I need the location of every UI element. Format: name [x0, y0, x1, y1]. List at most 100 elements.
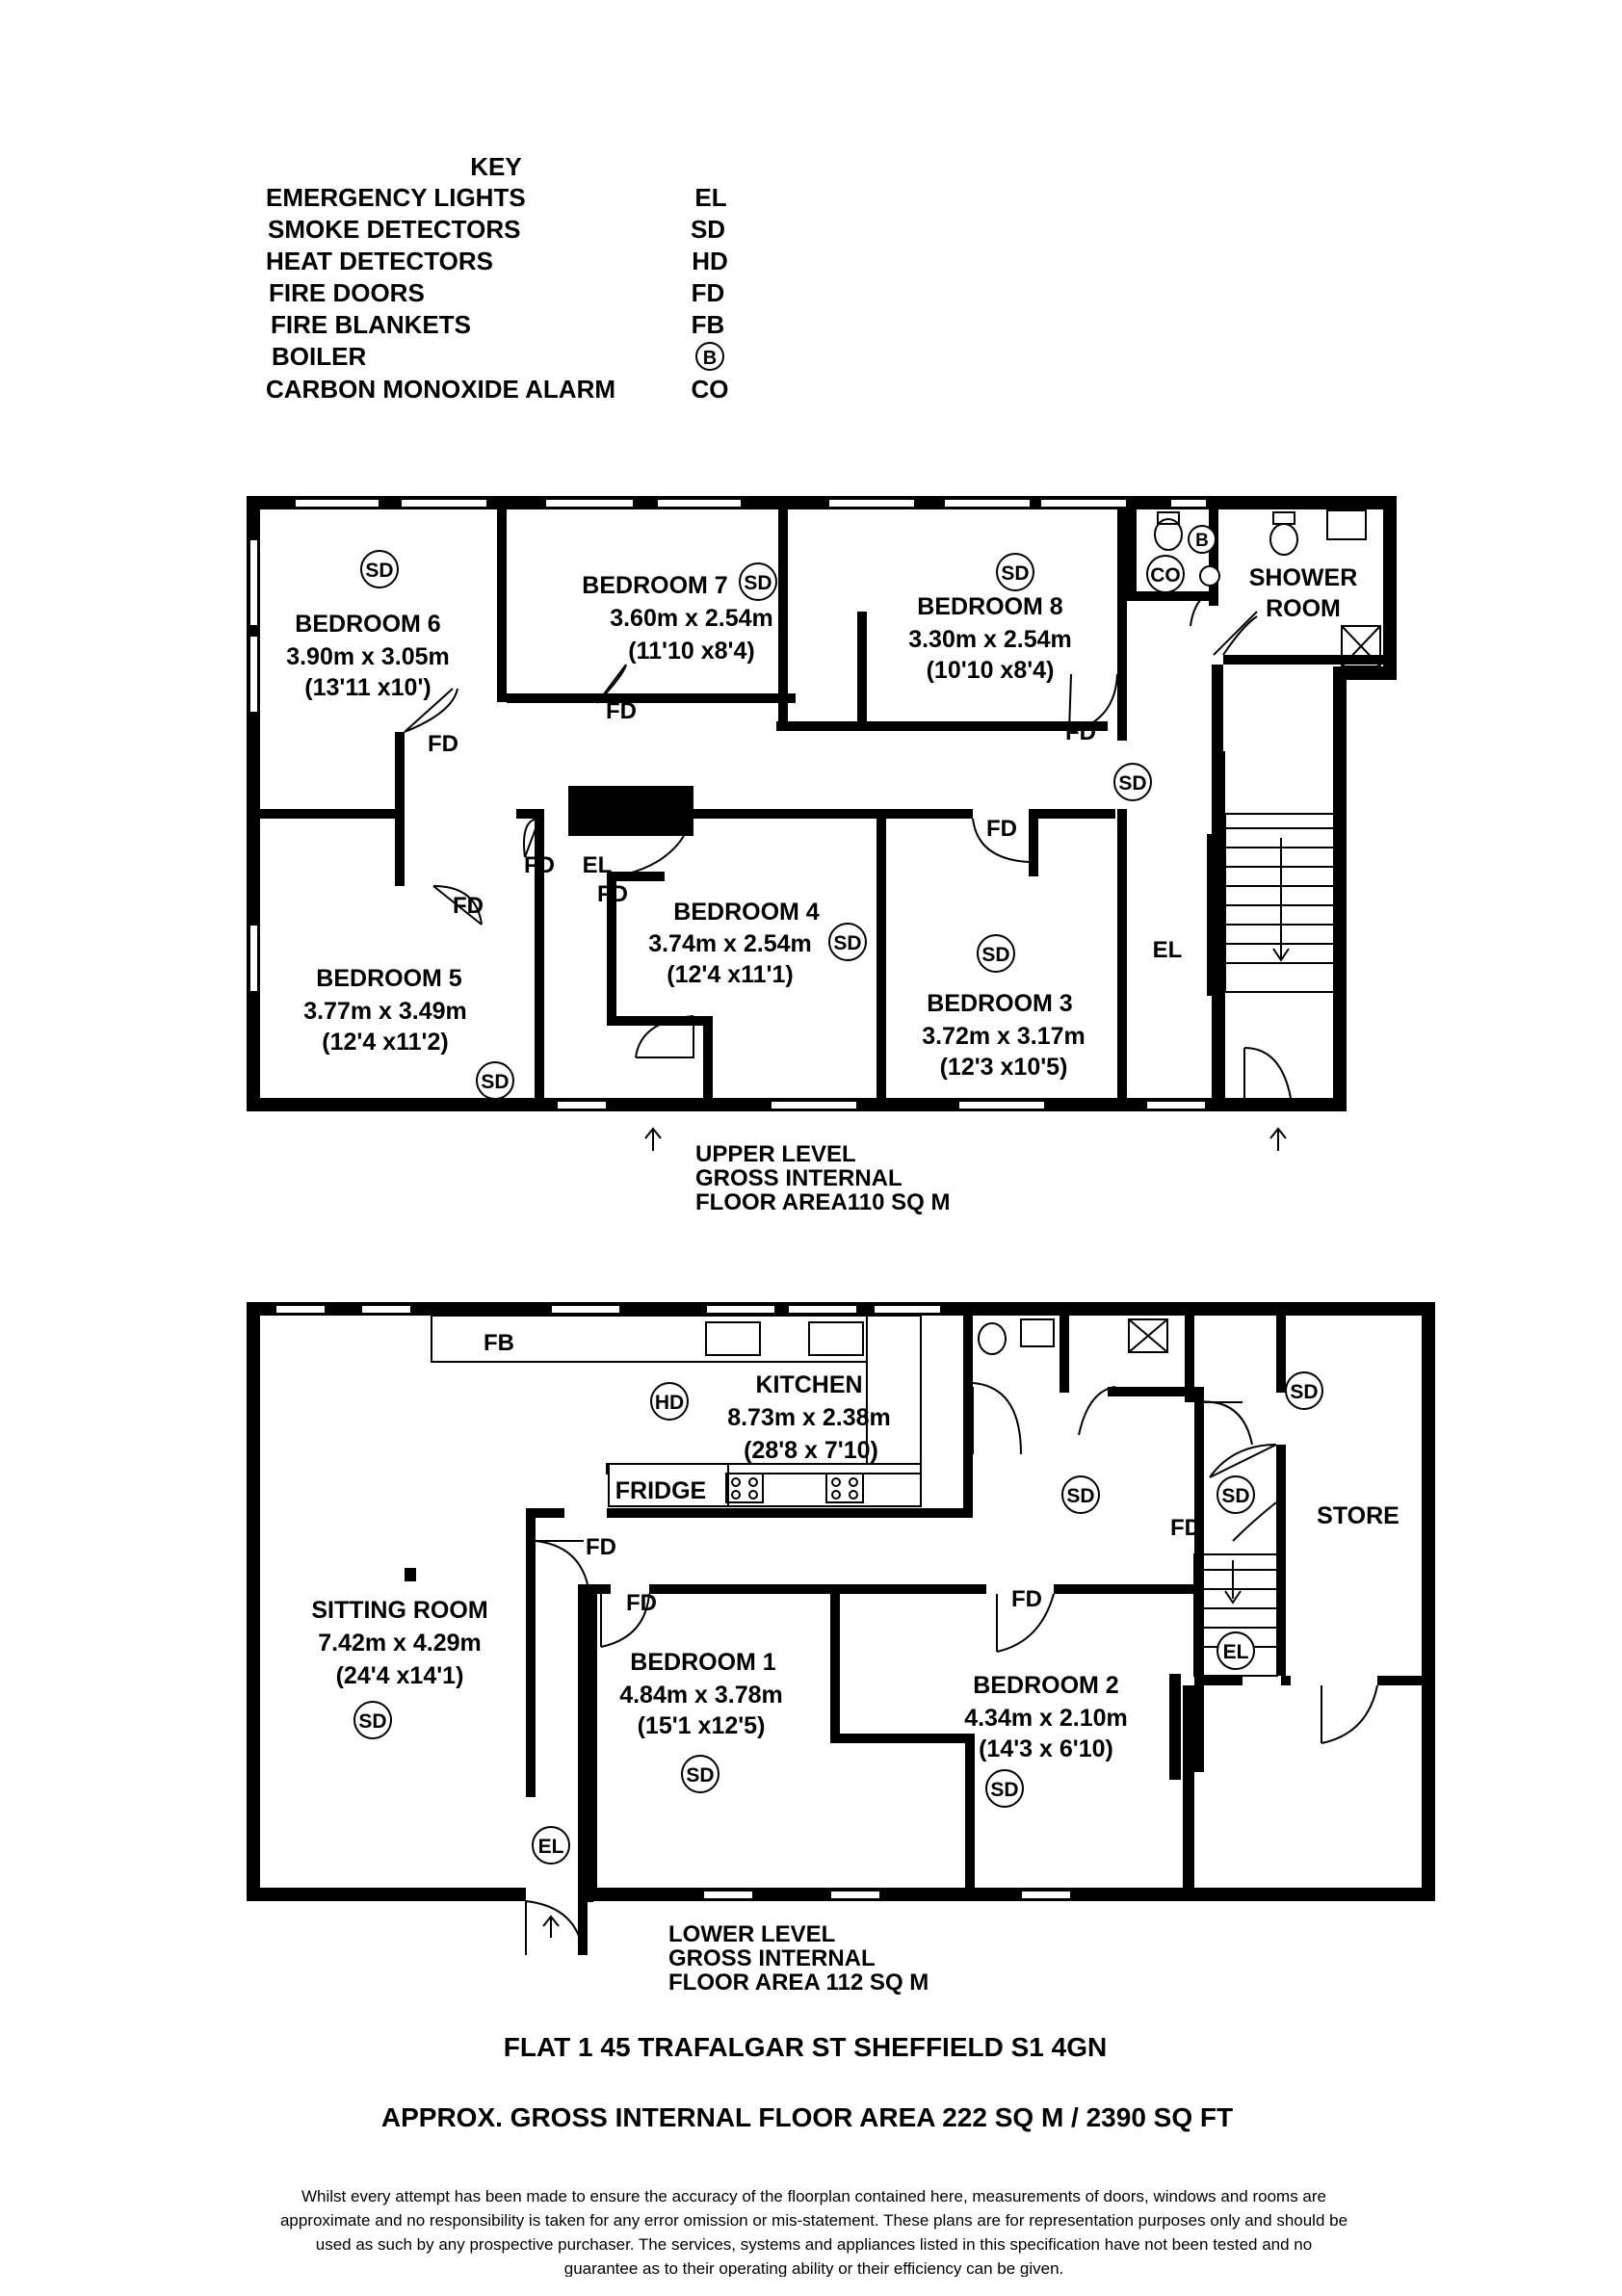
smoke-detector-label: SD [833, 932, 861, 954]
total-floor-area: APPROX. GROSS INTERNAL FLOOR AREA 222 SQ… [381, 2102, 1233, 2132]
smoke-detector-label: SD [744, 572, 772, 594]
key-code-fd: FD [692, 278, 725, 307]
bedroom-2-imperial: (14'3 x 6'10) [979, 1735, 1113, 1762]
fire-door-label: FD [606, 698, 637, 724]
smoke-detector-label: SD [1290, 1381, 1318, 1403]
legend-key: KEY EMERGENCY LIGHTS EL SMOKE DETECTORS … [266, 152, 729, 404]
key-code-co: CO [692, 375, 729, 404]
bedroom-6-imperial: (13'11 x10') [304, 674, 431, 701]
key-code-hd: HD [692, 247, 728, 275]
lower-level-plan: KITCHEN 8.73m x 2.38m (28'8 x 7'10) FRID… [247, 1302, 1435, 1996]
shower-room-line2: ROOM [1266, 595, 1341, 622]
smoke-detector-label: SD [1001, 562, 1029, 585]
key-label-boiler: BOILER [272, 342, 366, 371]
boiler-symbol [695, 342, 724, 371]
bedroom-4-name: BEDROOM 4 [673, 899, 820, 926]
lower-level-gross: GROSS INTERNAL [668, 1945, 876, 1971]
bedroom-7-name: BEDROOM 7 [582, 572, 727, 599]
sitting-room-imperial: (24'4 x14'1) [336, 1662, 464, 1689]
key-title: KEY [470, 152, 521, 181]
bedroom-1-imperial: (15'1 x12'5) [638, 1712, 766, 1739]
smoke-detector-label: SD [365, 560, 393, 582]
fridge-label: FRIDGE [615, 1477, 706, 1504]
disclaimer-line-1: Whilst every attempt has been made to en… [301, 2187, 1326, 2205]
bedroom-2-metric: 4.34m x 2.10m [964, 1705, 1128, 1732]
bedroom-8-name: BEDROOM 8 [917, 593, 1063, 620]
key-label-emergency-lights: EMERGENCY LIGHTS [266, 183, 526, 212]
key-code-sd: SD [691, 215, 725, 244]
fire-door-label: FD [453, 893, 484, 919]
fire-door-label: FD [524, 852, 555, 878]
property-address: FLAT 1 45 TRAFALGAR ST SHEFFIELD S1 4GN [504, 2032, 1107, 2062]
key-label-heat-detectors: HEAT DETECTORS [266, 247, 493, 275]
fire-door-label: FD [1170, 1515, 1201, 1541]
kitchen-name: KITCHEN [755, 1371, 862, 1398]
key-label-carbon-monoxide: CARBON MONOXIDE ALARM [266, 375, 615, 404]
smoke-detector-label: SD [1118, 772, 1146, 795]
lower-level-title: LOWER LEVEL [668, 1921, 835, 1947]
key-code-b: B [703, 348, 717, 369]
bedroom-7-metric: 3.60m x 2.54m [610, 605, 773, 632]
co-alarm-label: CO [1150, 564, 1181, 587]
emergency-light-label: EL [538, 1836, 564, 1858]
upper-stairs [1224, 813, 1336, 993]
upper-level-plan: BEDROOM 6 3.90m x 3.05m (13'11 x10') BED… [247, 496, 1397, 1215]
key-code-el: EL [694, 183, 726, 212]
sitting-room-metric: 7.42m x 4.29m [318, 1630, 482, 1657]
smoke-detector-label: SD [1221, 1485, 1249, 1507]
sitting-room-name: SITTING ROOM [311, 1597, 487, 1624]
bedroom-3-name: BEDROOM 3 [927, 990, 1072, 1017]
upper-level-gross: GROSS INTERNAL [695, 1165, 903, 1191]
bedroom-6-name: BEDROOM 6 [295, 611, 440, 638]
bedroom-2-name: BEDROOM 2 [973, 1672, 1118, 1699]
lower-level-area: FLOOR AREA 112 SQ M [668, 1970, 929, 1996]
fire-door-label: FD [1065, 719, 1096, 745]
key-label-fire-doors: FIRE DOORS [269, 278, 425, 307]
fire-blanket-label: FB [484, 1330, 514, 1356]
bedroom-1-metric: 4.84m x 3.78m [619, 1682, 783, 1709]
disclaimer-line-4: guarantee as to their operating ability … [563, 2259, 1064, 2277]
key-label-fire-blankets: FIRE BLANKETS [271, 310, 471, 339]
bedroom-5-name: BEDROOM 5 [316, 965, 462, 992]
emergency-light-label: EL [1223, 1641, 1249, 1663]
bedroom-5-metric: 3.77m x 3.49m [303, 998, 467, 1025]
smoke-detector-label: SD [481, 1071, 509, 1093]
kitchen-metric: 8.73m x 2.38m [727, 1404, 891, 1431]
bedroom-6-metric: 3.90m x 3.05m [286, 643, 450, 670]
store-label: STORE [1317, 1502, 1400, 1529]
heat-detector-label: HD [655, 1392, 684, 1414]
emergency-light-label: EL [583, 852, 613, 878]
bedroom-7-imperial: (11'10 x8'4) [628, 638, 754, 665]
shower-room-line1: SHOWER [1249, 564, 1358, 591]
fire-door-label: FD [986, 816, 1017, 842]
bedroom-4-metric: 3.74m x 2.54m [648, 930, 812, 957]
bedroom-4-imperial: (12'4 x11'1) [667, 961, 793, 988]
bedroom-8-imperial: (10'10 x8'4) [927, 657, 1055, 684]
smoke-detector-label: SD [990, 1779, 1018, 1801]
bedroom-5-imperial: (12'4 x11'2) [322, 1029, 448, 1056]
fire-door-label: FD [428, 731, 458, 757]
disclaimer-line-2: approximate and no responsibility is tak… [279, 2211, 1348, 2230]
emergency-light-label: EL [1153, 937, 1183, 963]
fire-door-label: FD [1011, 1586, 1042, 1612]
kitchen-imperial: (28'8 x 7'10) [744, 1437, 878, 1464]
disclaimer: Whilst every attempt has been made to en… [193, 2184, 1435, 2277]
bedroom-3-metric: 3.72m x 3.17m [922, 1023, 1086, 1050]
smoke-detector-label: SD [358, 1710, 386, 1733]
boiler-label: B [1195, 531, 1209, 551]
key-code-fb: FB [692, 310, 725, 339]
bedroom-3-imperial: (12'3 x10'5) [940, 1054, 1068, 1081]
disclaimer-line-3: used as such by any prospective purchase… [315, 2235, 1313, 2254]
upper-level-title: UPPER LEVEL [695, 1141, 856, 1167]
bedroom-8-metric: 3.30m x 2.54m [908, 626, 1072, 653]
smoke-detector-label: SD [1066, 1485, 1094, 1507]
smoke-detector-label: SD [686, 1764, 714, 1787]
fire-door-label: FD [597, 881, 628, 907]
key-label-smoke-detectors: SMOKE DETECTORS [268, 215, 520, 244]
bedroom-1-name: BEDROOM 1 [630, 1649, 776, 1676]
fire-door-label: FD [586, 1534, 616, 1560]
upper-level-area: FLOOR AREA110 SQ M [695, 1189, 951, 1215]
fire-door-label: FD [626, 1590, 657, 1616]
smoke-detector-label: SD [981, 944, 1009, 966]
